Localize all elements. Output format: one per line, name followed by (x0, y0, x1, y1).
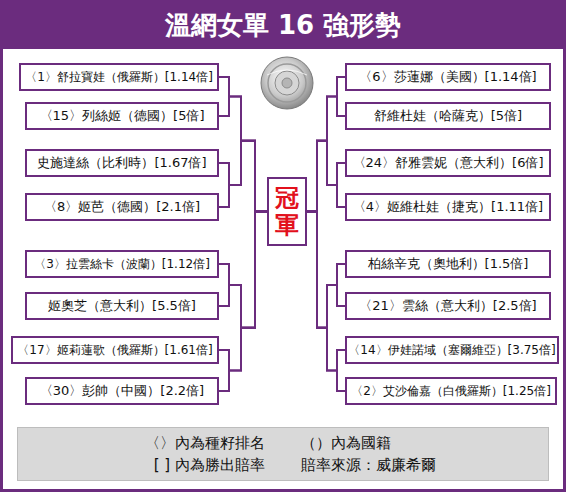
player-box: 〈3〉拉雲絲卡（波蘭）[1.12倍] (25, 250, 219, 278)
title-text: 溫網女單 16 強形勢 (3, 8, 563, 42)
player-entry: 〈1〉舒拉寶娃（俄羅斯）[1.14倍] (25, 69, 213, 86)
player-entry: 舒維杜娃（哈薩克）[5倍] (374, 107, 522, 125)
player-box: 〈30〉彭帥（中國）[2.2倍] (25, 377, 219, 405)
note-text: （）內為國籍 (301, 432, 537, 454)
bracket-line (307, 141, 345, 212)
bracket-line (307, 212, 345, 328)
player-entry: 〈4〉姬維杜娃（捷克）[1.11倍] (353, 198, 543, 216)
player-box: 〈17〉姬莉蓮歌（俄羅斯）[1.61倍] (11, 336, 219, 364)
note-text: 賠率來源：威廉希爾 (301, 454, 537, 476)
player-entry: 〈8〉姬芭（德國）[2.1倍] (44, 198, 200, 216)
player-entry: 〈3〉拉雲絲卡（波蘭）[1.12倍] (34, 256, 210, 273)
player-box: 〈1〉舒拉寶娃（俄羅斯）[1.14倍] (19, 63, 219, 91)
note-text: 〈〉內為種籽排名 (29, 432, 265, 454)
player-entry: 〈21〉雲絲（意大利）[2.5倍] (359, 297, 536, 315)
bracket-line (219, 97, 267, 212)
player-entry: 〈24〉舒雅雲妮（意大利）[6倍] (353, 154, 544, 172)
bracket-line (307, 141, 345, 212)
player-entry: 〈2〉艾沙倫嘉（白俄羅斯）[1.25倍] (351, 383, 551, 400)
bracket-line (219, 141, 267, 212)
player-entry: 史施達絲（比利時）[1.67倍] (37, 154, 206, 172)
bracket-line (219, 77, 267, 212)
bracket-line (307, 212, 345, 392)
player-box: 〈21〉雲絲（意大利）[2.5倍] (345, 292, 551, 320)
player-box: 柏絲辛克（奧地利）[1.5倍] (345, 250, 551, 278)
player-entry: 柏絲辛克（奧地利）[1.5倍] (368, 255, 529, 273)
player-box: 〈24〉舒雅雲妮（意大利）[6倍] (345, 149, 551, 177)
player-box: 〈4〉姬維杜娃（捷克）[1.11倍] (345, 193, 551, 221)
note-band: 〈〉內為種籽排名 （）內為國籍 [ ] 內為勝出賠率 賠率來源：威廉希爾 (17, 427, 549, 481)
bracket-line (219, 212, 267, 371)
trophy-plate (259, 55, 315, 111)
player-entry: 〈6〉莎蓮娜（美國）[1.14倍] (359, 68, 536, 86)
champion-label: 冠軍 (275, 185, 299, 238)
note-text: [ ] 內為勝出賠率 (29, 454, 265, 476)
player-box: 〈2〉艾沙倫嘉（白俄羅斯）[1.25倍] (345, 377, 557, 405)
player-box: 〈6〉莎蓮娜（美國）[1.14倍] (345, 63, 551, 91)
bracket-line (307, 212, 345, 328)
player-entry: 〈17〉姬莉蓮歌（俄羅斯）[1.61倍] (17, 342, 212, 359)
champion-box: 冠軍 (267, 177, 307, 246)
player-entry: 〈15〉列絲姬（德國）[5倍] (40, 107, 205, 125)
player-box: 〈15〉列絲姬（德國）[5倍] (25, 102, 219, 130)
player-box: 姬奧芝（意大利）[5.5倍] (25, 292, 219, 320)
bracket-line (219, 212, 267, 328)
player-box: 〈14〉伊娃諾域（塞爾維亞）[3.75倍] (345, 336, 559, 364)
player-entry: 〈14〉伊娃諾域（塞爾維亞）[3.75倍] (348, 342, 555, 359)
player-entry: 姬奧芝（意大利）[5.5倍] (48, 297, 196, 315)
player-box: 史施達絲（比利時）[1.67倍] (25, 149, 219, 177)
player-entry: 〈30〉彭帥（中國）[2.2倍] (40, 382, 204, 400)
bracket-line (307, 77, 345, 212)
bracket-line (219, 212, 267, 392)
bracket-line (307, 97, 345, 212)
player-box: 舒維杜娃（哈薩克）[5倍] (345, 102, 551, 130)
player-box: 〈8〉姬芭（德國）[2.1倍] (25, 193, 219, 221)
bracket-line (219, 212, 267, 328)
bracket-line (219, 141, 267, 212)
